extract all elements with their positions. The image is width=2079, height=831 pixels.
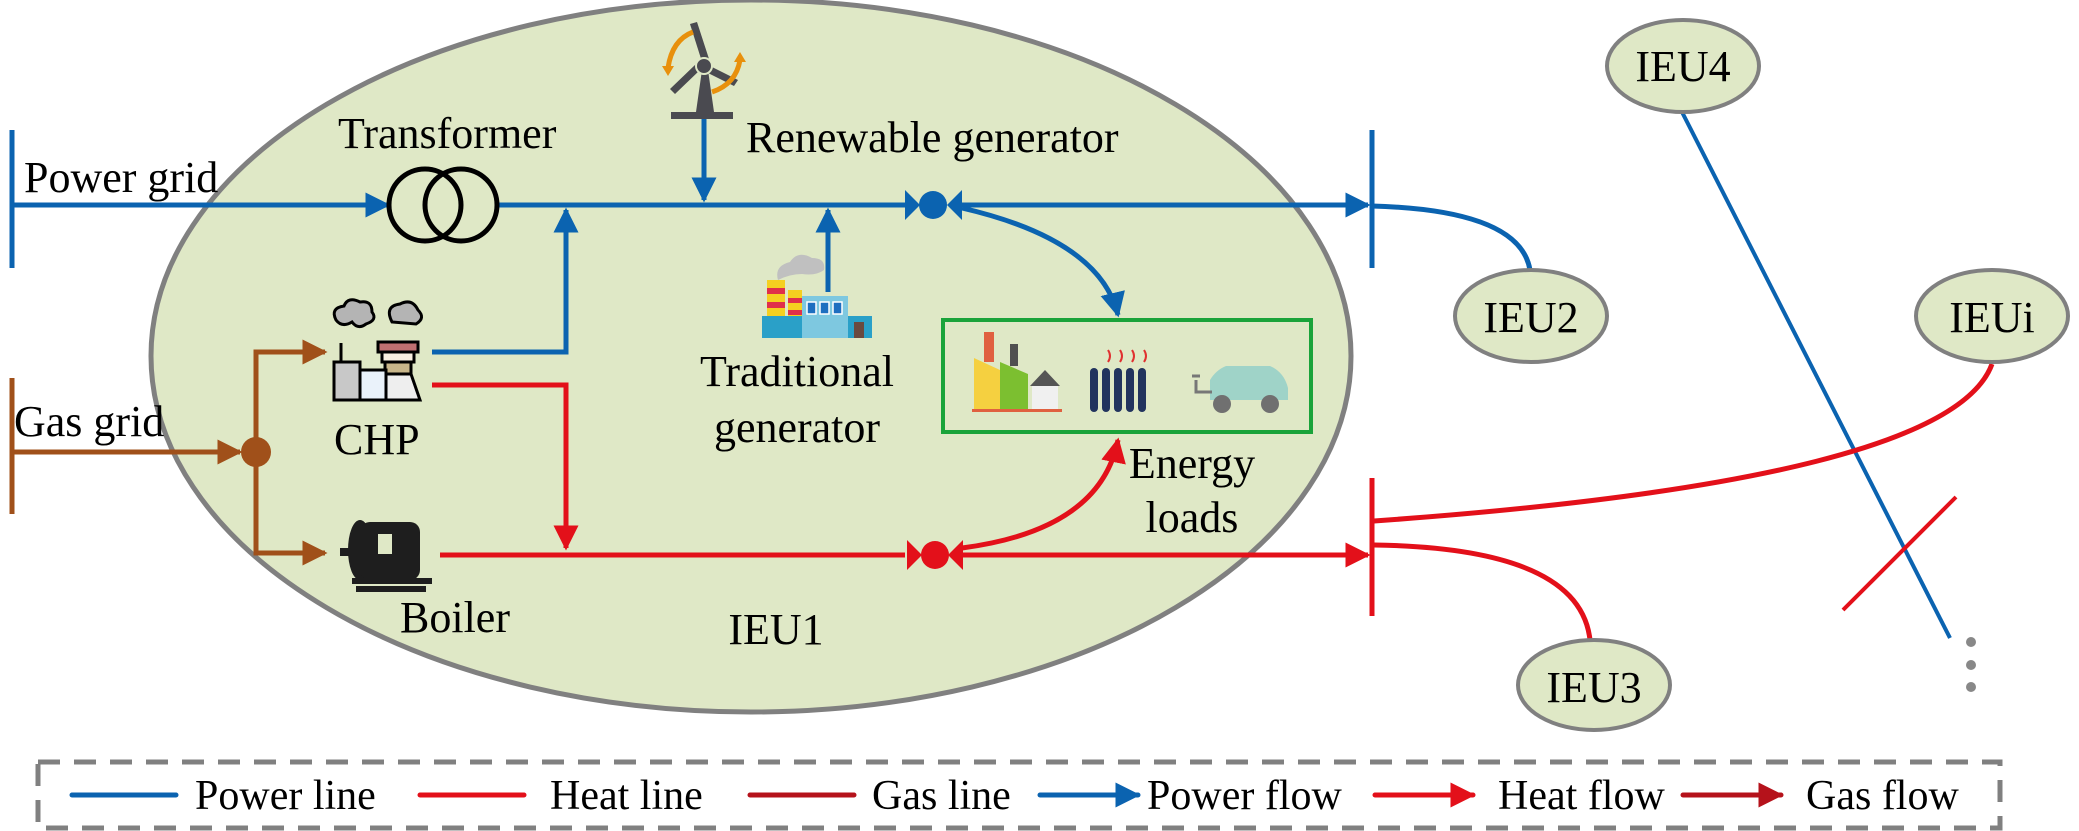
power-ieu4-line <box>1680 111 1952 639</box>
heat-to-loads <box>961 437 1126 551</box>
factory-icon <box>762 254 872 338</box>
gas-to-boiler <box>253 452 328 566</box>
chp-heat-feeder <box>432 382 579 551</box>
wind-turbine-icon <box>662 22 746 119</box>
more-ieus-ellipsis <box>1966 637 1976 692</box>
chp-label: CHP <box>334 415 420 464</box>
renewable-generator-label: Renewable generator <box>746 113 1119 162</box>
transformer-icon <box>386 166 500 244</box>
legend-item: Gas line <box>747 773 1011 819</box>
legend-label: Power flow <box>1147 773 1342 819</box>
heat-junction <box>907 540 963 570</box>
boiler-label: Boiler <box>400 593 510 642</box>
legend-box <box>35 759 2003 831</box>
transformer-label: Transformer <box>338 109 557 158</box>
ieu3-label: IEU3 <box>1546 663 1641 712</box>
heat-crossing-line <box>1841 495 1958 612</box>
power-to-ieu2 <box>1371 203 1533 271</box>
legend-label: Power line <box>195 773 376 819</box>
power-to-loads <box>961 205 1125 318</box>
legend-item: Gas flow <box>1680 773 1959 819</box>
gas-junction <box>241 437 271 467</box>
heat-to-ieu3 <box>1373 542 1593 641</box>
ieu2-node[interactable] <box>1453 268 1609 364</box>
ieu2-label: IEU2 <box>1483 293 1578 342</box>
ieu4-label: IEU4 <box>1635 42 1730 91</box>
legend-item: Heat line <box>417 773 703 819</box>
gas-network <box>9 339 328 566</box>
chp-plant-icon <box>332 298 423 402</box>
heat-network <box>432 363 1995 641</box>
energy-loads-label-line1: Energy <box>1129 439 1255 488</box>
energy-loads-label-line2: loads <box>1146 493 1239 542</box>
power-grid-label: Power grid <box>24 153 218 202</box>
ieu4-node[interactable] <box>1605 18 1761 114</box>
gas-to-chp <box>253 339 328 452</box>
ieu1-label: IEU1 <box>728 605 823 654</box>
power-junction <box>905 190 962 220</box>
legend-label: Heat flow <box>1498 773 1665 819</box>
industrial-building-icon <box>972 332 1062 412</box>
legend-item: Heat flow <box>1372 773 1665 819</box>
legend-item: Power flow <box>1037 773 1342 819</box>
ieu3-node[interactable] <box>1516 638 1672 732</box>
gas-grid-label: Gas grid <box>14 397 164 446</box>
heat-to-ieui <box>1373 363 1995 524</box>
traditional-generator-label-line2: generator <box>714 403 880 452</box>
legend-item: Power line <box>69 773 376 819</box>
traditional-generator-label-line1: Traditional <box>700 347 894 396</box>
legend-label: Gas flow <box>1806 773 1959 819</box>
legend-label: Heat line <box>550 773 703 819</box>
energy-loads-box <box>941 318 1313 434</box>
radiator-icon <box>1090 349 1147 412</box>
legend: Power line Heat line Gas line Power flow Hea… <box>69 773 1959 819</box>
ieui-label: IEUi <box>1949 293 2035 342</box>
electric-car-icon <box>1192 366 1288 413</box>
boiler-icon <box>340 520 432 592</box>
ieui-node[interactable] <box>1914 268 2070 364</box>
chp-power-feeder <box>432 207 579 355</box>
legend-label: Gas line <box>872 773 1011 819</box>
